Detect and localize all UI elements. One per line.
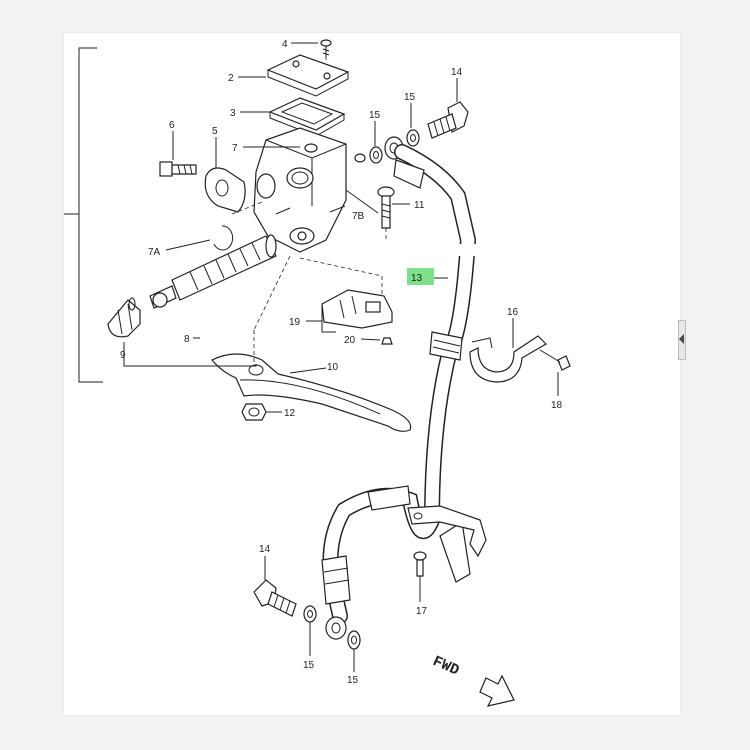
callout-19[interactable]: 19 xyxy=(289,317,301,328)
part-master-cylinder-body[interactable] xyxy=(253,127,366,253)
part-washer-15b[interactable] xyxy=(369,146,383,164)
part-cap-2[interactable] xyxy=(266,54,350,97)
part-nut-12[interactable] xyxy=(241,403,267,421)
leader-lines xyxy=(123,42,559,672)
part-banjo-bolt-14-lower[interactable] xyxy=(253,579,297,617)
callout-15-c[interactable]: 15 xyxy=(303,660,315,671)
callout-labels: 4 2 3 14 15 15 6 5 7 7B 11 7A 13 16 18 1… xyxy=(120,39,563,686)
part-hose-clamp-16[interactable] xyxy=(469,335,547,383)
part-lever-10[interactable] xyxy=(211,353,412,432)
callout-11[interactable]: 11 xyxy=(414,200,425,211)
callout-16[interactable]: 16 xyxy=(507,307,519,318)
callout-15-b[interactable]: 15 xyxy=(369,110,381,121)
highlight-box-13 xyxy=(407,268,434,285)
part-diaphragm-3[interactable] xyxy=(268,97,346,137)
callout-2[interactable]: 2 xyxy=(228,73,234,84)
part-bolt-17[interactable] xyxy=(413,551,427,577)
callout-17[interactable]: 17 xyxy=(416,606,428,617)
side-scroll-tab[interactable] xyxy=(678,320,686,360)
callout-18[interactable]: 18 xyxy=(551,400,563,411)
part-brake-hose-13[interactable] xyxy=(321,144,477,624)
fwd-label: FWD xyxy=(430,653,462,680)
callout-8[interactable]: 8 xyxy=(184,334,190,345)
part-boot-9[interactable] xyxy=(107,297,141,338)
callout-14-top[interactable]: 14 xyxy=(451,67,463,78)
callout-3[interactable]: 3 xyxy=(230,108,236,119)
callout-10[interactable]: 10 xyxy=(327,362,339,373)
callout-15-d[interactable]: 15 xyxy=(347,675,359,686)
callout-7b[interactable]: 7B xyxy=(352,211,365,222)
fwd-arrow-icon xyxy=(479,674,515,707)
part-switch-19[interactable] xyxy=(321,289,393,329)
chevron-left-icon xyxy=(679,334,684,344)
callout-5[interactable]: 5 xyxy=(212,126,218,137)
part-bolt-11[interactable] xyxy=(377,186,395,229)
part-piston-8[interactable] xyxy=(149,234,277,309)
callout-9[interactable]: 9 xyxy=(120,350,126,361)
part-washer-15d[interactable] xyxy=(347,630,361,650)
callout-15-a[interactable]: 15 xyxy=(404,92,416,103)
callout-6[interactable]: 6 xyxy=(169,120,175,131)
part-washer-15c[interactable] xyxy=(303,605,317,623)
callout-7[interactable]: 7 xyxy=(232,143,238,154)
callout-13[interactable]: 13 xyxy=(411,273,423,284)
part-circlip-7a[interactable] xyxy=(213,225,234,251)
part-bolt-18[interactable] xyxy=(539,349,571,371)
callout-20[interactable]: 20 xyxy=(344,335,356,346)
callout-12[interactable]: 12 xyxy=(284,408,296,419)
part-hose-bracket[interactable] xyxy=(407,505,487,558)
part-banjo-fitting-lower[interactable] xyxy=(325,616,347,640)
part-screw-20[interactable] xyxy=(381,337,393,345)
part-bolt-6[interactable] xyxy=(159,161,197,177)
part-clamp-5[interactable] xyxy=(204,167,246,213)
part-screw-4[interactable] xyxy=(320,39,332,58)
part-banjo-bolt-14-top[interactable] xyxy=(427,101,469,139)
guide-lines xyxy=(231,56,387,364)
callout-14-lower[interactable]: 14 xyxy=(259,544,271,555)
part-washer-15a[interactable] xyxy=(406,129,420,147)
forward-direction-marker: FWD xyxy=(430,653,515,707)
diagram-sheet xyxy=(64,33,680,715)
callout-7a[interactable]: 7A xyxy=(148,247,161,258)
assembly-bracket xyxy=(64,47,103,383)
callout-4[interactable]: 4 xyxy=(282,39,288,50)
